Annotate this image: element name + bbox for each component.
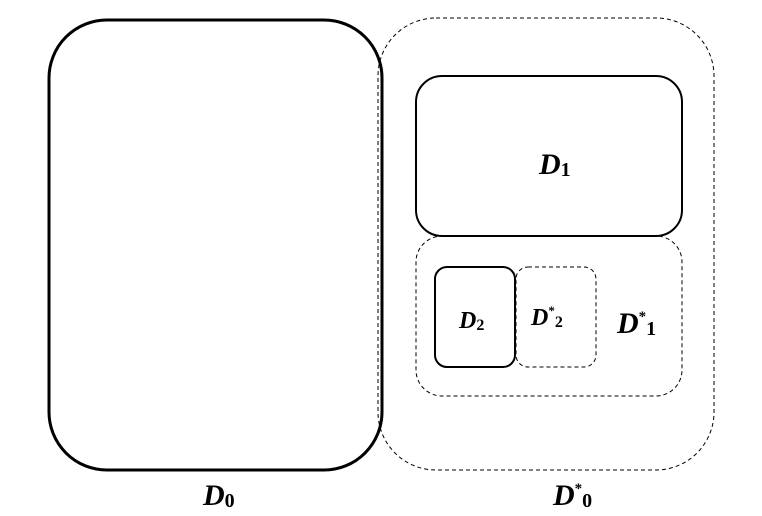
- region-d0-box: [47, 18, 384, 472]
- label-d2: D2: [458, 308, 484, 334]
- region-d2-box: [434, 266, 516, 368]
- label-d1: D1: [538, 148, 571, 181]
- region-d0-star-box: [377, 17, 715, 471]
- label-d0: D0: [202, 479, 235, 512]
- label-d1-star: D*1: [616, 307, 656, 340]
- region-d2-star-box: [515, 266, 597, 368]
- label-d0-star: D*0: [552, 479, 592, 512]
- label-d2-star: D*2: [530, 303, 563, 331]
- region-d1-star-box: [415, 235, 683, 397]
